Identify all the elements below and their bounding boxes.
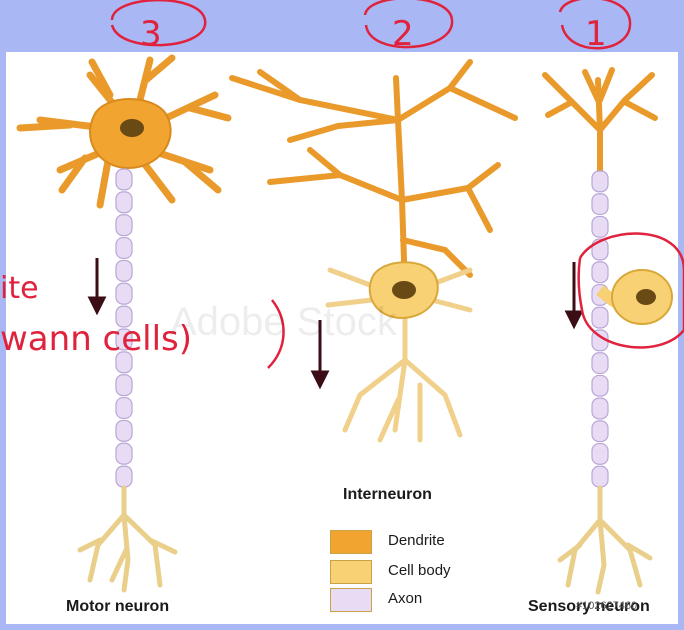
inter-nucleus (392, 281, 416, 299)
handwritten-annotations (110, 0, 684, 369)
legend-swatch-axon (330, 588, 372, 612)
legend-label-dendrite: Dendrite (388, 532, 445, 549)
circle-1 (558, 0, 632, 50)
sensory-axon (591, 170, 609, 488)
arrow-sensory (564, 262, 584, 330)
myelin-segment (115, 419, 133, 442)
myelin-segment (115, 168, 133, 191)
myelin-segment (115, 351, 133, 374)
myelin-segment (591, 374, 609, 397)
myelin-segment (115, 259, 133, 282)
inter-lower-processes (325, 267, 473, 443)
motor-neuron-label: Motor neuron (66, 598, 170, 615)
myelin-segment (591, 306, 609, 329)
hand-note-line1: ite (0, 271, 39, 306)
myelin-segment (115, 396, 133, 420)
hand-note-line2: wann cells) (0, 319, 192, 359)
myelin-segment (115, 236, 133, 260)
motor-terminal (77, 485, 178, 593)
myelin-segment (591, 397, 609, 420)
circle-2 (363, 0, 454, 49)
handwritten-text: 3 2 1 ite wann cells) (0, 14, 607, 359)
myelin-segment (115, 305, 133, 328)
myelin-segment (591, 442, 609, 465)
myelin-segment (591, 215, 609, 238)
legend-swatch-cell-body (330, 560, 372, 584)
arrow-inter (310, 320, 330, 390)
myelin-segment (115, 191, 133, 214)
sensory-terminal (557, 485, 653, 595)
myelin-segment (115, 214, 133, 237)
myelin-segment (591, 465, 609, 488)
circle-soma (577, 232, 684, 349)
watermark: Adobe Stock (170, 300, 397, 344)
sensory-dendrites (542, 67, 658, 173)
hand-number-2: 2 (392, 14, 414, 54)
paren-close (267, 299, 285, 369)
sensory-neuron-label: Sensory neuron (528, 598, 650, 615)
direction-arrows (87, 258, 584, 390)
motor-nucleus (120, 119, 144, 137)
myelin-segment (591, 193, 609, 216)
motor-neuron (16, 54, 232, 593)
inter-dendrites (229, 59, 518, 293)
myelin-segment (591, 170, 609, 193)
circle-3 (110, 0, 207, 47)
myelin-segment (591, 261, 609, 284)
sensory-nucleus (636, 289, 656, 305)
hand-number-3: 3 (140, 14, 162, 54)
legend-label-cell-body: Cell body (388, 562, 451, 579)
hand-number-1: 1 (585, 14, 607, 54)
arrow-motor (87, 258, 107, 316)
interneuron (229, 59, 518, 443)
motor-axon (115, 168, 133, 488)
myelin-segment (115, 465, 133, 488)
myelin-segment (591, 420, 609, 443)
myelin-segment (115, 328, 133, 351)
interneuron-label: Interneuron (343, 486, 432, 503)
top-band (0, 0, 684, 52)
myelin-segment (115, 374, 133, 397)
myelin-segment (115, 442, 133, 465)
myelin-segment (591, 352, 609, 375)
stock-id: #102627460 (576, 600, 638, 612)
legend-swatch-dendrite (330, 530, 372, 554)
sensory-neuron (542, 67, 673, 595)
myelin-segment (115, 282, 133, 305)
legend-label-axon: Axon (388, 590, 423, 607)
